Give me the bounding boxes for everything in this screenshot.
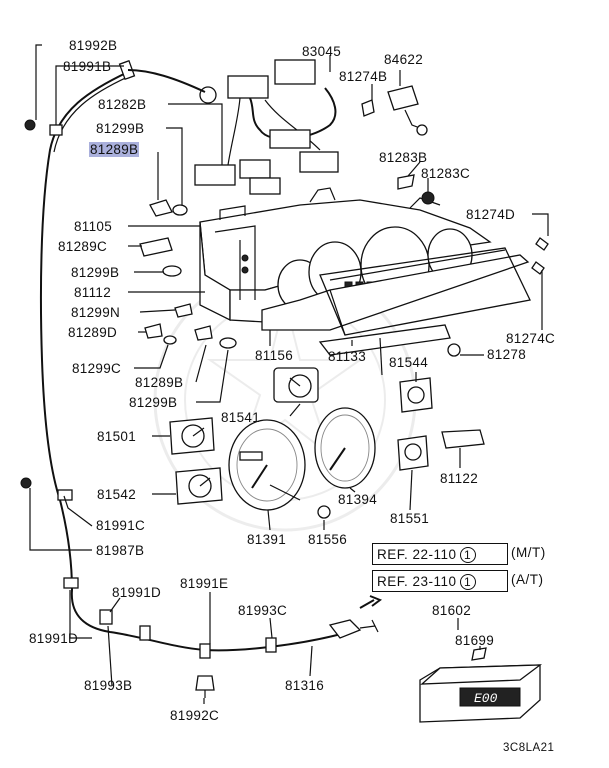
label-81542[interactable]: 81542 [97,487,137,502]
label-81541[interactable]: 81541 [221,410,261,425]
gauge-81541 [273,367,319,403]
label-81289B-2[interactable]: 81289B [135,375,184,390]
label-81274D[interactable]: 81274D [466,207,516,222]
label-81289C[interactable]: 81289C [58,239,108,254]
wiring-harness [194,59,339,195]
label-81156[interactable]: 81156 [255,348,294,363]
label-81991B[interactable]: 81991B [63,59,112,74]
label-81602[interactable]: 81602 [432,603,472,618]
label-81283C[interactable]: 81283C [421,166,471,181]
ref-at-suffix: (A/T) [511,572,544,587]
tachometer-81394 [314,407,376,489]
label-81993C[interactable]: 81993C [238,603,288,618]
label-81551[interactable]: 81551 [390,511,430,526]
label-83045[interactable]: 83045 [302,44,342,59]
label-81274B[interactable]: 81274B [339,69,388,84]
part-81122 [441,429,485,449]
label-81991D-2[interactable]: 81991D [29,631,79,646]
ref-at-text: REF. 23-110 [377,574,457,589]
gauge-81501 [169,417,215,455]
clock-display-text: E00 [474,691,498,706]
label-81282B[interactable]: 81282B [98,97,147,112]
ref-mt-number: 1 [459,547,476,563]
part-81556 [317,505,331,519]
label-81299B-1[interactable]: 81299B [96,121,145,136]
label-81289D[interactable]: 81289D [68,325,118,340]
meter-lens [261,247,531,376]
leader-lines [29,44,549,704]
bulbs-and-sockets [139,174,549,357]
label-81133[interactable]: 81133 [328,349,367,364]
label-81699[interactable]: 81699 [455,633,495,648]
gauge-81544 [399,377,433,413]
label-81993B[interactable]: 81993B [84,678,133,693]
label-81278[interactable]: 81278 [487,347,527,362]
gauge-81551 [397,435,429,471]
module-84622 [361,85,428,136]
label-81112[interactable]: 81112 [74,285,112,300]
label-81122[interactable]: 81122 [440,471,479,486]
label-81556[interactable]: 81556 [308,532,348,547]
ref-arrow [359,595,383,609]
label-81283B[interactable]: 81283B [379,150,428,165]
ref-mt-text: REF. 22-110 [377,547,457,562]
label-81289B-highlighted[interactable]: 81289B [89,142,140,157]
label-81299N[interactable]: 81299N [71,305,121,320]
label-81544[interactable]: 81544 [389,355,429,370]
gauge-81542 [175,467,223,505]
clock-81602: E00 [419,647,543,723]
label-81992B[interactable]: 81992B [69,38,118,53]
drawing-code: 3C8LA21 [503,742,555,754]
speedometer-81391 [228,419,306,511]
label-81299B-2[interactable]: 81299B [71,265,120,280]
label-81274C[interactable]: 81274C [506,331,556,346]
label-81501[interactable]: 81501 [97,429,137,444]
ref-mt-suffix: (M/T) [511,545,546,560]
ref-at-number: 1 [459,574,476,590]
speedometer-cable [20,59,379,698]
label-81316[interactable]: 81316 [285,678,325,693]
label-81105[interactable]: 81105 [74,219,113,234]
label-81992C[interactable]: 81992C [170,708,220,723]
label-81299B-3[interactable]: 81299B [129,395,178,410]
label-81394[interactable]: 81394 [338,492,378,507]
label-81991E[interactable]: 81991E [180,576,229,591]
label-81391[interactable]: 81391 [247,532,287,547]
label-81991D-1[interactable]: 81991D [112,585,162,600]
label-81991C[interactable]: 81991C [96,518,146,533]
label-81987B[interactable]: 81987B [96,543,145,558]
label-84622[interactable]: 84622 [384,52,424,67]
label-81299C[interactable]: 81299C [72,361,122,376]
